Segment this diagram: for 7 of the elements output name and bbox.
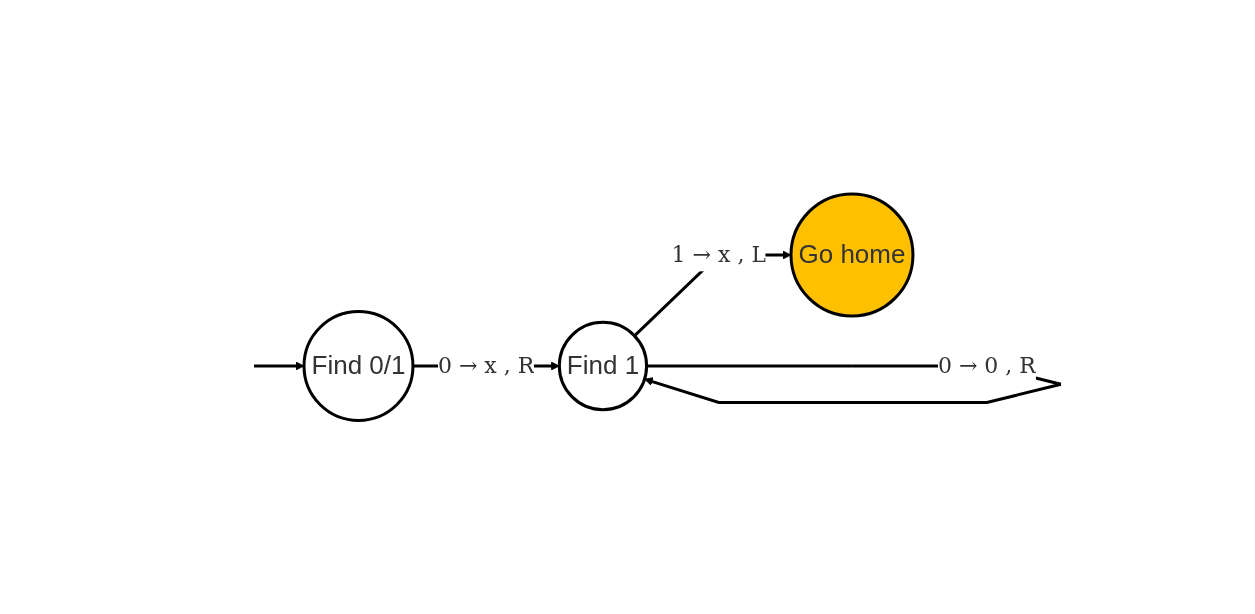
edge-label: 0 → x , R	[437, 353, 535, 379]
arrow	[253, 361, 305, 371]
node-circle: Go home	[789, 192, 915, 318]
node-circle: Find 1	[557, 320, 649, 411]
edge-label: 0 → 0 , R	[937, 353, 1036, 379]
edge-label: 1 → x , L	[671, 242, 766, 268]
node-circle: Find 0/1	[302, 309, 415, 422]
